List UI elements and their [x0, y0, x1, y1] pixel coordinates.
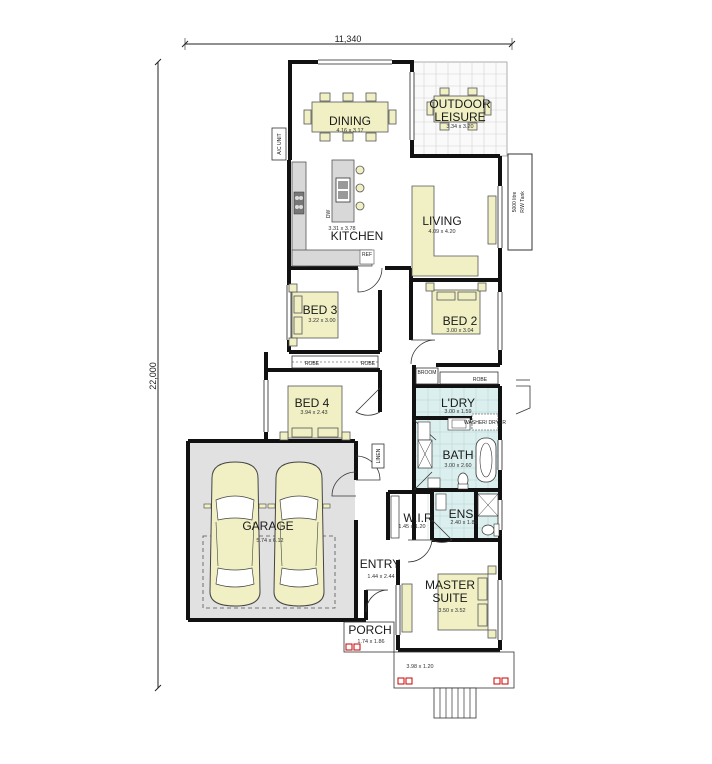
depth-dimension: 22,000: [148, 58, 162, 692]
robe-label-bed4: ROBE: [361, 361, 376, 367]
front-size: 3.98 x 1.20: [406, 664, 433, 670]
dw-label: DW: [326, 210, 332, 219]
car-left: [203, 461, 267, 607]
washer-label: WASHER/ DRYER: [464, 420, 506, 426]
wir-shelf: [390, 495, 400, 539]
bed3-label: BED 3: [303, 303, 338, 317]
width-dimension: 11,340: [181, 34, 516, 50]
windows: [263, 59, 503, 640]
bath-label: BATH: [442, 448, 473, 462]
bath-size: 3.00 x 2.60: [444, 463, 471, 469]
bed4-label: BED 4: [295, 396, 330, 410]
living-size: 4.09 x 4.20: [428, 229, 455, 235]
dining-table: [303, 92, 397, 142]
bed3-bed: [288, 283, 339, 347]
broom-label: BROOM: [418, 370, 437, 376]
bed4-size: 3.94 x 2.43: [300, 410, 327, 416]
dining-size: 4.16 x 3.17: [336, 128, 363, 134]
width-label: 11,340: [335, 34, 362, 44]
kitchen-size: 3.31 x 3.78: [328, 226, 355, 232]
ac-unit: A/C UNIT: [271, 127, 287, 161]
master-size: 3.50 x 3.52: [438, 608, 465, 614]
laundry-size: 3.00 x 1.59: [444, 409, 471, 415]
wir-size: 1.45 x 1.20: [398, 524, 425, 530]
front-verandah: [393, 379, 531, 719]
ref-label: REF: [362, 252, 372, 258]
bed2-size: 3.00 x 3.04: [446, 328, 473, 334]
outdoor-label-line1: OUTDOOR: [429, 97, 491, 111]
car-right: [267, 461, 331, 607]
robes: ROBE ROBE ROBE BROOM LINEN: [291, 355, 499, 469]
ensuite-fixtures: [435, 493, 500, 537]
master-label-line2: SUITE: [432, 591, 467, 605]
master-bed: [401, 565, 497, 639]
garage-size: 5.74 x 6.12: [256, 538, 283, 544]
porch: [343, 621, 395, 653]
tank-label-line1: 5000 litre: [512, 192, 518, 213]
depth-label: 22,000: [148, 362, 158, 390]
room-labels: DINING 4.16 x 3.17 OUTDOOR LEISURE 3.34 …: [242, 97, 491, 670]
laundry-fixtures: WASHER/ DRYER: [417, 413, 506, 441]
garage-label: GARAGE: [242, 519, 293, 533]
master-label-line1: MASTER: [425, 578, 475, 592]
laundry-label: L'DRY: [441, 396, 475, 410]
ac-unit-label: A/C UNIT: [277, 133, 283, 154]
living-sofa: [411, 185, 497, 277]
wir-label: W.I.R: [403, 511, 433, 525]
entry-label: ENTRY: [360, 557, 400, 571]
robe-label-bed2: ROBE: [473, 377, 488, 383]
bed3-size: 3.22 x 3.00: [308, 318, 335, 324]
entry-size: 1.44 x 2.44: [367, 574, 394, 580]
kitchen-fixtures: DW REF: [291, 159, 375, 267]
living-label: LIVING: [422, 214, 461, 228]
bed2-bed: [425, 282, 487, 335]
bed2-label: BED 2: [443, 314, 478, 328]
ens-size: 2.40 x 1.80: [450, 520, 477, 526]
bed4-bed: [279, 385, 351, 441]
tank-label-line2: R/W Tank: [520, 191, 526, 213]
bath-fixtures: [417, 437, 497, 490]
rainwater-tank: 5000 litre R/W Tank: [507, 153, 533, 251]
kitchen-label: KITCHEN: [331, 229, 384, 243]
outdoor-table: [426, 87, 492, 131]
linen-label: LINEN: [376, 448, 382, 463]
porch-label: PORCH: [348, 623, 391, 637]
outdoor-size: 3.34 x 3.20: [446, 124, 473, 130]
ens-label: ENS: [449, 507, 474, 521]
outdoor-label-line2: LEISURE: [434, 110, 485, 124]
dining-label: DINING: [329, 114, 371, 128]
robe-label-bed3: ROBE: [305, 361, 320, 367]
porch-size: 1.74 x 1.86: [357, 639, 384, 645]
